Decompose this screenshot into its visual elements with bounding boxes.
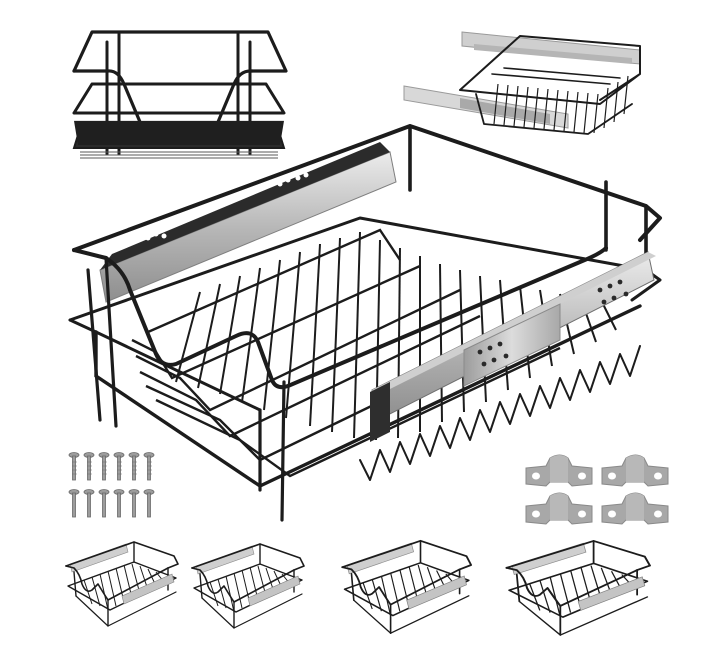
exploded-view-basket <box>400 28 662 136</box>
screw-icon <box>113 452 125 481</box>
variant-basket-3 <box>341 539 473 635</box>
screw-icon <box>83 452 95 481</box>
screw-icon <box>143 452 155 481</box>
screw-icon <box>128 452 140 481</box>
screw-icon <box>83 489 95 518</box>
screw-icon <box>68 452 80 481</box>
bracket-icon <box>601 492 669 525</box>
screw-icon <box>68 489 80 518</box>
brackets-drawing <box>525 454 669 525</box>
front-view-basket <box>68 26 290 162</box>
bracket-icon <box>601 454 669 487</box>
screw-icon <box>98 489 110 518</box>
exploded-view-basket-drawing <box>403 31 641 135</box>
main-basket-drawing <box>68 124 662 522</box>
screw-icon <box>143 489 155 518</box>
screw-icon <box>98 452 110 481</box>
screw-icon <box>128 489 140 518</box>
main-basket <box>60 120 670 522</box>
screws-drawing <box>68 452 155 518</box>
size-variants-drawing <box>65 539 651 637</box>
mounting-brackets <box>524 452 674 530</box>
bracket-icon <box>525 492 593 525</box>
screws-set <box>66 452 162 524</box>
variant-basket-2 <box>191 543 305 629</box>
variant-basket-1 <box>65 541 179 627</box>
size-variants-row <box>64 528 694 640</box>
front-view-basket-drawing <box>72 30 288 159</box>
screw-icon <box>113 489 125 518</box>
variant-basket-4 <box>505 539 651 637</box>
bracket-icon <box>525 454 593 487</box>
